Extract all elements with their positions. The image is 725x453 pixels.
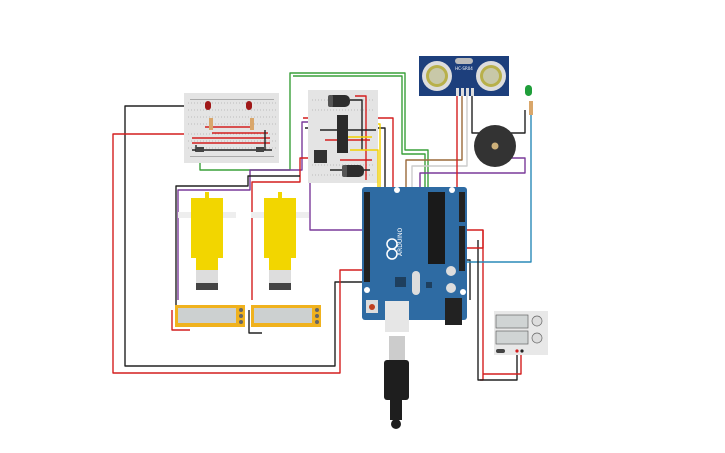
atmega-chip [428, 192, 445, 264]
green-led[interactable] [525, 85, 532, 96]
usb-port [385, 301, 409, 332]
piezo-buzzer[interactable] [474, 125, 516, 167]
header-right-top [459, 192, 465, 222]
voltage-display [495, 314, 529, 329]
current-display [495, 330, 529, 345]
wire-black-driver2[interactable] [248, 310, 262, 334]
dc-motor-2[interactable] [251, 192, 309, 290]
wire-white-sensor[interactable] [411, 96, 468, 200]
wire-red-driver1[interactable] [171, 310, 190, 331]
power-jack [445, 298, 462, 325]
breadboard-1[interactable] [184, 93, 279, 163]
header-right-bottom [459, 226, 465, 271]
arduino-uno[interactable]: ARDUINO [362, 187, 467, 332]
wire-black-power[interactable] [477, 240, 518, 381]
motor-driver-2[interactable] [251, 305, 321, 327]
header-left [364, 192, 370, 282]
resistor-2[interactable] [250, 118, 254, 130]
voltage-regulator[interactable] [314, 150, 327, 163]
ic-chip[interactable] [337, 115, 348, 153]
wire-red-power2[interactable] [483, 352, 522, 375]
wire-black-motors[interactable] [175, 175, 300, 305]
ultrasonic-label: HC-SR04 [455, 66, 473, 71]
wire-purple-bb2[interactable] [177, 121, 330, 300]
motor-driver-1[interactable] [175, 305, 245, 327]
voltage-knob[interactable] [531, 315, 543, 327]
resistor-1[interactable] [209, 118, 213, 130]
terminal-negative[interactable] [520, 349, 524, 353]
arduino-logo: ARDUINO [397, 227, 404, 256]
usb-cable [384, 336, 409, 429]
wire-green-top2[interactable] [293, 75, 426, 205]
terminal-positive[interactable] [515, 349, 519, 353]
capacitor-2[interactable] [342, 165, 364, 177]
wire-brown-sensor[interactable] [405, 96, 463, 200]
power-supply[interactable] [494, 311, 548, 355]
ultrasonic-sensor[interactable]: HC-SR04 [419, 56, 509, 96]
led-resistor[interactable] [529, 101, 533, 115]
dc-motor-1[interactable] [178, 192, 236, 290]
pushbutton-2[interactable] [256, 147, 264, 152]
red-led-1[interactable] [205, 101, 211, 110]
pushbutton-1[interactable] [196, 147, 204, 152]
capacitor-1[interactable] [328, 95, 350, 107]
breadboard-2[interactable] [308, 90, 379, 248]
red-led-2[interactable] [246, 101, 252, 110]
wire-red-left-loop[interactable] [112, 133, 365, 374]
power-switch[interactable] [496, 349, 505, 353]
wire-green-top[interactable] [199, 72, 429, 205]
current-knob[interactable] [531, 332, 543, 344]
